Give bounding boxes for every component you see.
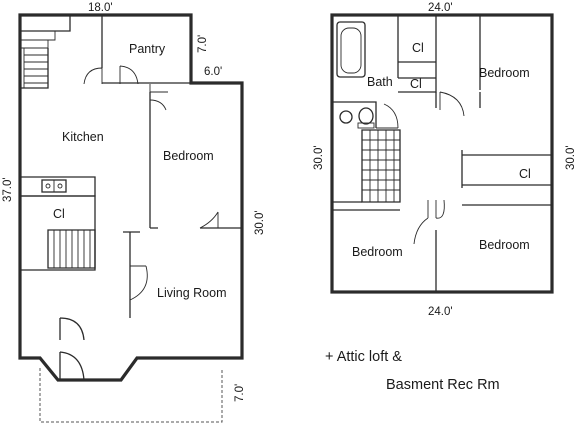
second-floor-closet-top-label: Cl [412, 41, 424, 55]
pantry-label: Pantry [129, 42, 166, 56]
bedroom-bottom-left-label: Bedroom [352, 245, 403, 259]
pantry-door[interactable] [83, 65, 139, 85]
entry-door-lower[interactable] [59, 351, 85, 381]
second-floor-top-dimension: 24.0' [428, 2, 453, 14]
bedroom-divider [332, 204, 552, 292]
pantry-side-dimension: 7.0' [197, 35, 209, 53]
porch-dimension: 7.0' [234, 384, 246, 402]
pantry-wall [101, 15, 191, 84]
kitchen-counter [20, 176, 96, 197]
entry-door-upper[interactable] [59, 317, 85, 341]
interior-stair [47, 229, 96, 269]
kitchen-closet-label: Cl [53, 207, 65, 221]
second-floor-outer-wall [330, 13, 554, 294]
bathtub [336, 21, 366, 78]
note-line-1: + Attic loft & [325, 349, 402, 365]
second-floor-left-dimension: 30.0' [313, 145, 325, 170]
right-closet-wall [461, 150, 552, 188]
bath-closet-label: Cl [410, 77, 422, 91]
bath-label: Bath [367, 75, 393, 89]
porch-outline [39, 368, 223, 423]
stair-top-left [20, 15, 71, 89]
second-floor-plan [330, 13, 554, 294]
right-closet-label: Cl [519, 167, 531, 181]
bedroom-bottom-right-label: Bedroom [479, 238, 530, 252]
second-floor-right-dimension: 30.0' [565, 145, 576, 170]
first-floor-bedroom-label: Bedroom [163, 149, 214, 163]
first-floor-left-dimension: 37.0' [2, 177, 14, 202]
living-room-label: Living Room [157, 286, 226, 300]
living-room-door[interactable] [129, 265, 148, 301]
top-right-bedroom-door[interactable] [439, 91, 465, 117]
bedroom-partition [149, 92, 242, 229]
kitchen-label: Kitchen [62, 130, 104, 144]
pantry-bottom-dimension: 6.0' [204, 66, 222, 78]
second-floor-bottom-dimension: 24.0' [428, 306, 453, 318]
first-floor-outer-wall [18, 13, 244, 382]
bedroom-door[interactable] [149, 91, 219, 229]
first-floor-right-dimension: 30.0' [254, 210, 266, 235]
bath-fixtures [339, 107, 375, 129]
bath-door[interactable] [376, 103, 399, 129]
second-floor-stair [332, 129, 401, 203]
first-floor-plan [18, 13, 244, 423]
living-room-partition [123, 231, 140, 318]
note-line-2: Basment Rec Rm [386, 377, 500, 393]
bottom-bedroom-doors[interactable] [413, 199, 445, 245]
first-floor-top-dimension: 18.0' [88, 2, 113, 14]
hallway-wall-top [435, 15, 481, 108]
bedroom-top-right-label: Bedroom [479, 66, 530, 80]
